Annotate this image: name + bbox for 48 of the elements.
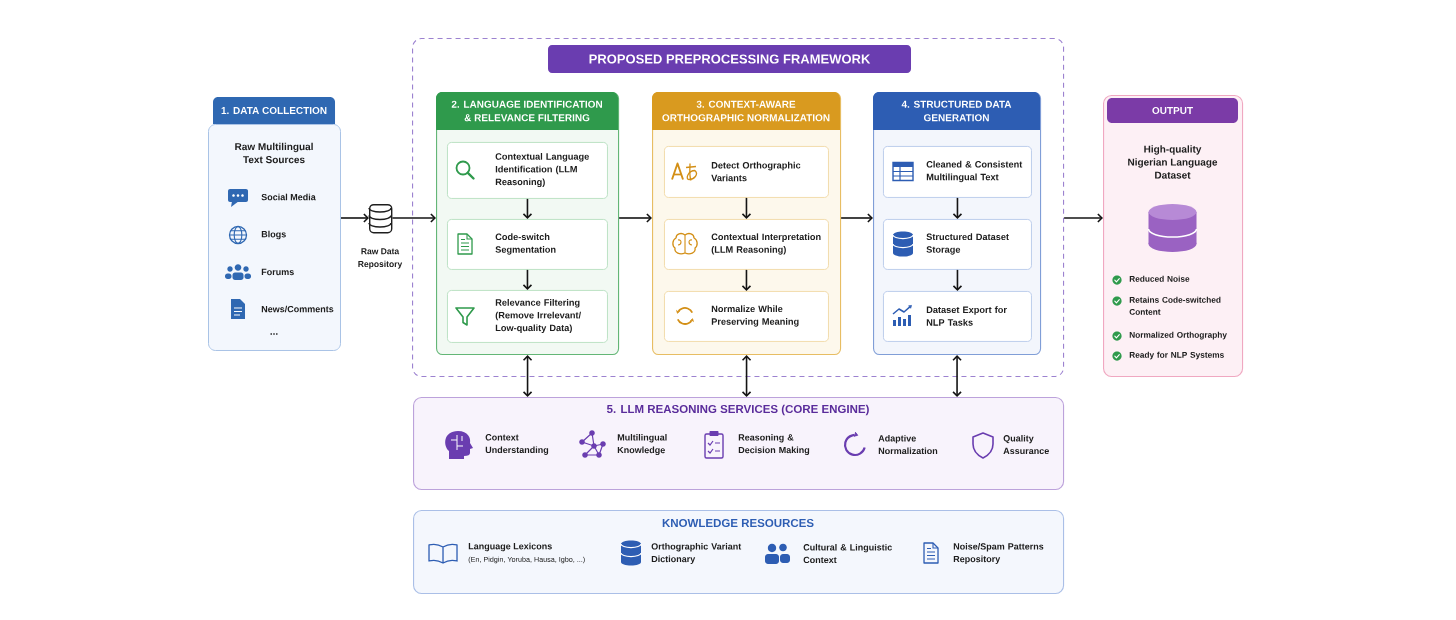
service-label: Context Understanding <box>485 434 549 455</box>
step-box: Cleaned & Consistent Multilingual Text <box>883 146 1032 198</box>
arrow <box>1063 213 1103 223</box>
service-label: Adaptive Normalization <box>878 434 938 455</box>
list-item: Retains Code-switched Content <box>1129 296 1221 315</box>
service-label: Multilingual Knowledge <box>617 434 667 455</box>
title-banner: PROPOSED PREPROCESSING FRAMEWORK <box>548 45 911 73</box>
service-label: Quality Assurance <box>1003 434 1049 455</box>
panel-header: 4. STRUCTURED DATA GENERATION <box>873 92 1040 130</box>
resource-label: Orthographic Variant Dictionary <box>651 543 742 564</box>
panel-header: 2. LANGUAGE IDENTIFICATION & RELEVANCE FILTERING <box>436 92 618 130</box>
resource-label: Language Lexicons <box>468 542 552 552</box>
step-box: Code-switch Segmentation <box>447 219 608 270</box>
arrow <box>522 198 533 219</box>
step-box: Contextual Interpretation (LLM Reasoning) <box>664 219 829 270</box>
resource-label: Cultural & Linguistic Context <box>803 543 892 564</box>
resource-label: Noise/Spam Patterns Repository <box>953 543 1044 564</box>
step-box: Detect Orthographic Variants <box>664 146 829 198</box>
list-item: News/Comments <box>261 305 334 313</box>
arrow <box>952 197 963 219</box>
panel-header: 3. CONTEXT-AWARE ORTHOGRAPHIC NORMALIZATION <box>652 92 840 130</box>
list-item: Reduced Noise <box>1129 275 1190 282</box>
arrow <box>741 197 752 219</box>
arrow <box>741 355 752 397</box>
step-box: Normalize While Preserving Meaning <box>664 291 829 342</box>
list-item: Normalized Orthography <box>1129 331 1227 340</box>
arrow <box>391 213 436 223</box>
list-item: Forums <box>261 268 294 276</box>
panel-header: OUTPUT <box>1107 98 1238 123</box>
list-item: Blogs <box>261 230 286 240</box>
step-box: Contextual Language Identification (LLM Reasoning) <box>447 142 608 199</box>
arrow <box>741 269 752 291</box>
list-item: Social Media <box>261 193 316 201</box>
icon-label: Raw Data Repository <box>358 248 403 269</box>
arrow <box>840 213 873 223</box>
arrow <box>522 269 533 290</box>
step-box: Dataset Export for NLP Tasks <box>883 291 1032 342</box>
panel-header: 1. DATA COLLECTION <box>213 97 335 124</box>
step-box: Structured Dataset Storage <box>883 219 1032 270</box>
arrow <box>618 213 652 223</box>
step-box: Relevance Filtering (Remove Irrelevant/ Low-quality Data) <box>447 290 608 343</box>
arrow <box>340 213 369 223</box>
list-item: Ready for NLP Systems <box>1129 351 1224 360</box>
arrow <box>952 355 962 397</box>
arrow <box>952 269 963 291</box>
ellipsis: ... <box>270 333 278 335</box>
arrow <box>522 355 533 397</box>
service-label: Reasoning & Decision Making <box>738 434 810 455</box>
